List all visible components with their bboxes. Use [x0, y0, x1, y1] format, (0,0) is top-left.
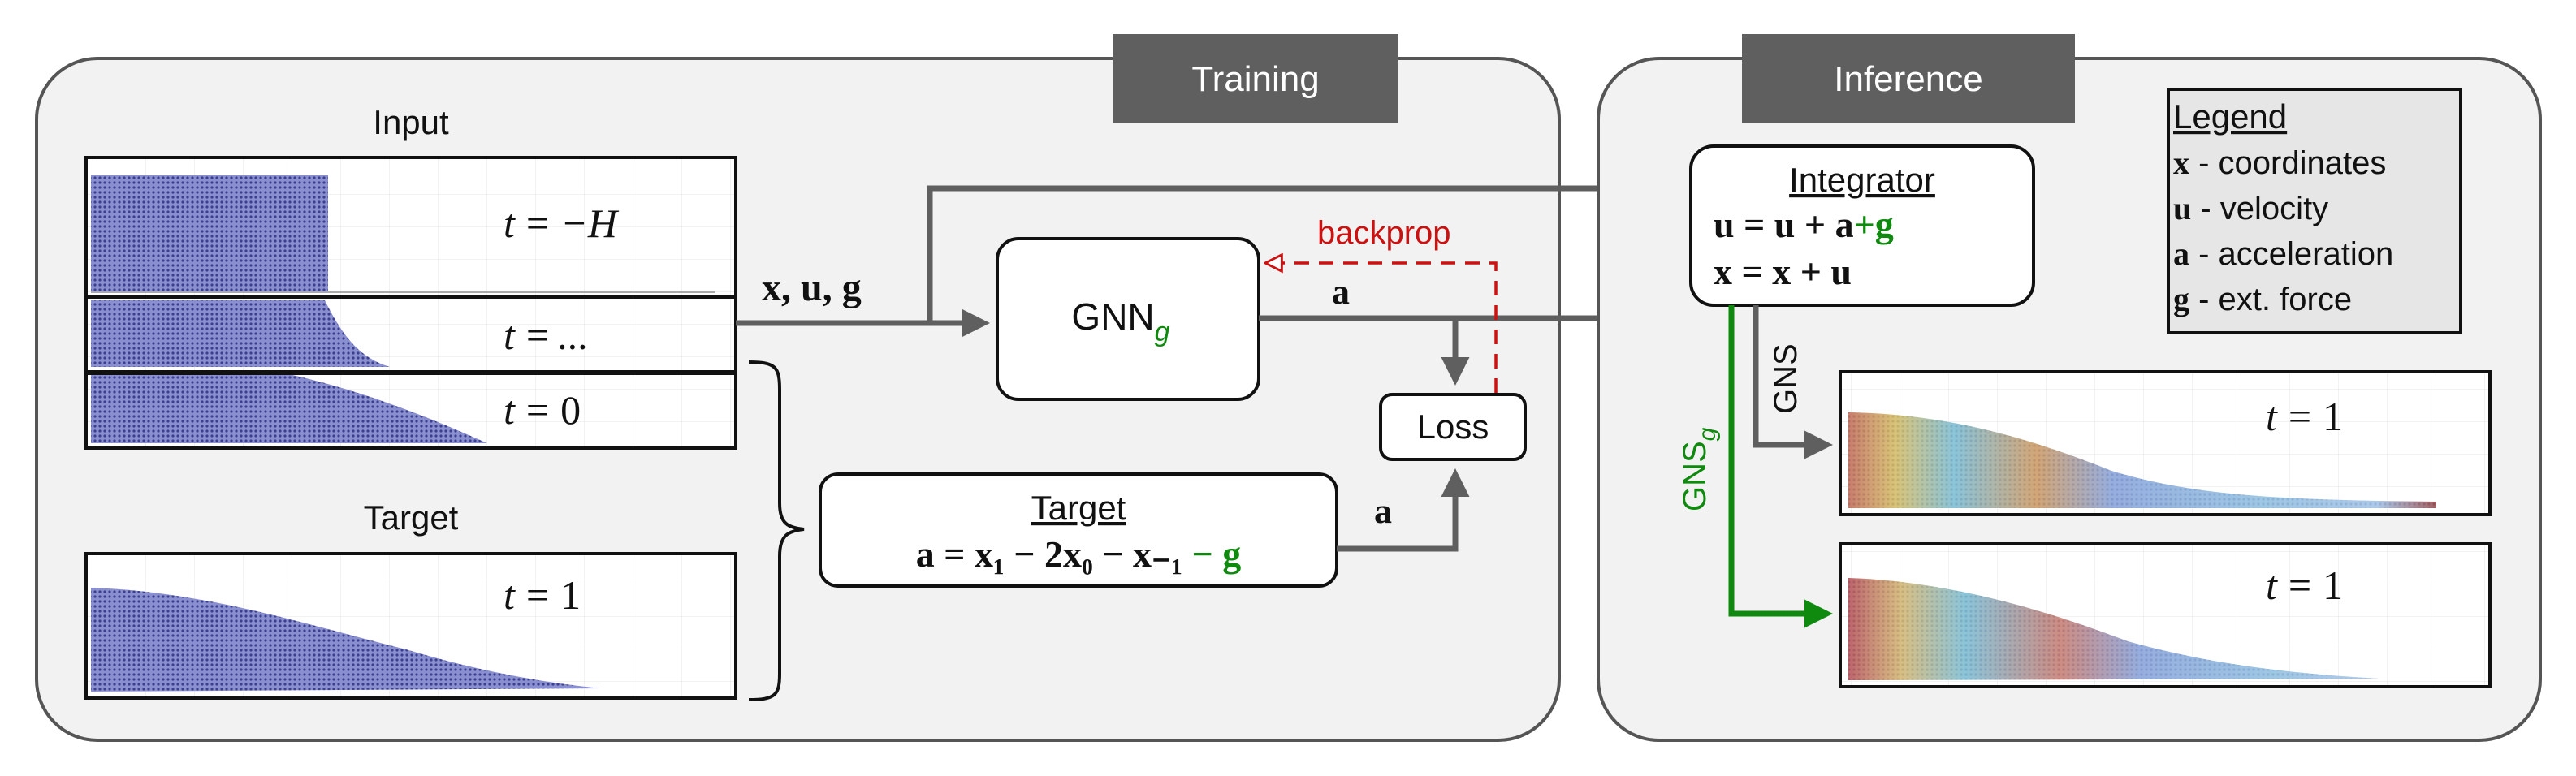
- target-formula-box: [819, 472, 1338, 588]
- legend-box: [2167, 88, 2462, 334]
- frame-1-time: t=−H: [504, 200, 620, 246]
- gns-label: GNS: [1768, 343, 1804, 414]
- target-formula: a = x₁ − 2x₀ − x₋₁ − g: [916, 533, 1242, 575]
- legend-item-3: a - acceleration: [2173, 235, 2393, 272]
- gns-g-arrow: [1728, 305, 1833, 628]
- input-arrow-label: x, u, g: [762, 266, 862, 309]
- legend-title: Legend: [2173, 97, 2287, 136]
- legend-item-1: x - coordinates: [2173, 144, 2386, 181]
- training-header-box: [1113, 34, 1398, 123]
- gns-g-label: GNSg: [1677, 427, 1721, 511]
- gnn-label: GNNg: [1071, 295, 1169, 347]
- inference-header-box: [1742, 34, 2075, 123]
- curly-brace: [748, 360, 805, 701]
- legend-item-4: g - ext. force: [2173, 281, 2352, 317]
- inference-header: Inference: [1834, 59, 1982, 99]
- target-formula-title: Target: [1031, 489, 1126, 527]
- input-frame-2: t=...: [84, 295, 737, 373]
- target-frame: t=1: [84, 552, 737, 700]
- integrator-line-2: x = x + u: [1714, 251, 1852, 292]
- loss-label: Loss: [1417, 407, 1489, 446]
- loss-box: [1379, 393, 1527, 461]
- input-label: Input: [373, 103, 449, 141]
- target-frame-time: t=1: [504, 572, 581, 618]
- target-output-label: a: [1374, 491, 1392, 531]
- gns-g-output-time: t=1: [2266, 563, 2343, 608]
- input-frame-1: t=−H: [84, 156, 737, 299]
- backprop-label: backprop: [1317, 215, 1451, 251]
- particle-fluid: [91, 175, 328, 292]
- gns-arrow: [1753, 305, 1833, 459]
- particle-fluid: [91, 375, 487, 443]
- frame-3-time: t=0: [504, 387, 581, 433]
- particle-fluid: [91, 300, 390, 367]
- input-to-integrator-arrow: [927, 174, 1693, 323]
- target-label: Target: [364, 498, 459, 537]
- target-to-loss-arrow: [1337, 468, 1470, 552]
- integrator-box: [1689, 144, 2035, 307]
- legend-item-2: u - velocity: [2173, 190, 2328, 226]
- backprop-arrow: [1267, 263, 1498, 393]
- integrator-line-1: u = u + a+g: [1714, 204, 1894, 245]
- integrator-title: Integrator: [1789, 161, 1935, 199]
- particle-fluid: [91, 588, 601, 692]
- gns-output-time: t=1: [2266, 394, 2343, 439]
- frame-2-time: t=...: [504, 313, 588, 358]
- gnn-output-label: a: [1332, 272, 1350, 312]
- gns-output-plot: t=1: [1839, 370, 2492, 516]
- input-frame-3: t=0: [84, 372, 737, 450]
- training-header: Training: [1191, 59, 1319, 99]
- gns-g-output-plot: t=1: [1839, 542, 2492, 688]
